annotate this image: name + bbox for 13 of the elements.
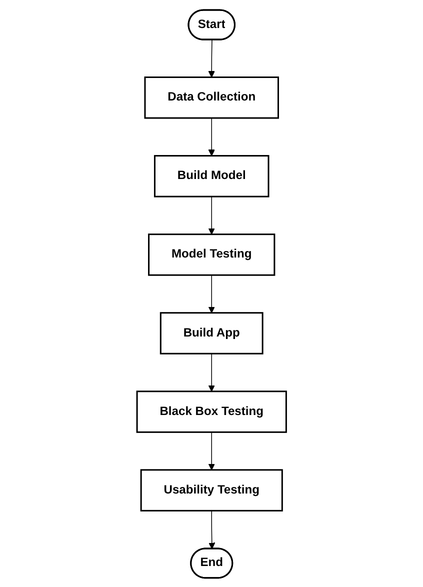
node-box: Build App	[160, 312, 264, 354]
arrow	[208, 431, 215, 470]
arrow	[208, 39, 215, 78]
node-box: Model Testing	[148, 233, 276, 276]
arrow	[208, 274, 215, 313]
node-box: Build Model	[154, 154, 270, 197]
arrow	[208, 117, 215, 156]
arrow	[208, 196, 215, 234]
arrow	[208, 510, 216, 549]
arrow	[208, 352, 215, 392]
node-box: Black Box Testing	[136, 390, 287, 432]
node-box: Data Collection	[144, 76, 279, 118]
node-box: Usability Testing	[140, 468, 283, 511]
